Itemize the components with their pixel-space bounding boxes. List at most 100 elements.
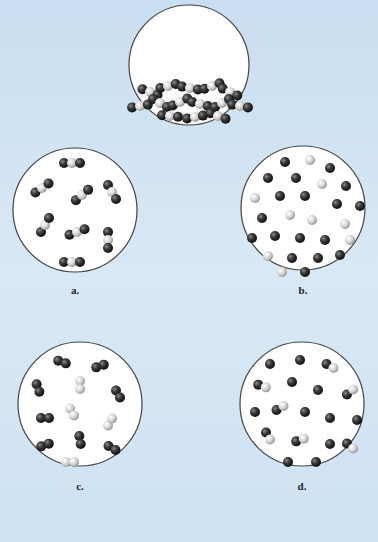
particle-view — [18, 342, 142, 467]
particle — [253, 380, 271, 393]
particle — [36, 213, 54, 237]
dark-atom — [325, 163, 335, 173]
dark-atom — [250, 407, 260, 417]
light-atom — [348, 384, 358, 394]
panel-letter: c. — [76, 480, 84, 492]
particle — [313, 385, 323, 395]
dark-atom — [355, 201, 365, 211]
light-atom — [69, 457, 79, 467]
dark-atom — [280, 157, 290, 167]
particle — [250, 407, 260, 417]
light-atom — [348, 444, 358, 454]
particle — [340, 219, 350, 229]
particle — [325, 413, 335, 423]
light-atom — [69, 410, 79, 420]
dark-atom — [247, 233, 257, 243]
particle — [59, 257, 85, 267]
dark-atom — [325, 413, 335, 423]
dark-atom — [99, 360, 109, 370]
dark-atom — [221, 114, 231, 124]
dark-atom — [44, 413, 54, 423]
particle — [300, 407, 310, 417]
particle — [295, 355, 305, 365]
particle — [313, 253, 323, 263]
particle — [247, 233, 257, 243]
dark-atom — [61, 358, 71, 368]
particle — [352, 415, 362, 425]
particle — [300, 267, 310, 277]
dark-atom — [295, 233, 305, 243]
particle — [291, 434, 309, 447]
light-atom — [277, 267, 287, 277]
particle — [322, 359, 339, 373]
dark-atom — [332, 199, 342, 209]
dark-atom — [283, 457, 293, 467]
particle — [263, 251, 273, 261]
particle — [155, 79, 180, 93]
dark-atom — [111, 194, 121, 204]
particle — [317, 179, 327, 189]
particle-view — [127, 5, 253, 125]
particle — [65, 404, 79, 421]
dark-atom — [75, 158, 85, 168]
particle — [61, 457, 79, 467]
light-atom — [317, 179, 327, 189]
container-circle — [129, 5, 249, 125]
particle — [59, 158, 85, 168]
dark-atom — [115, 392, 125, 402]
dark-atom — [275, 191, 285, 201]
particle — [74, 431, 85, 449]
dark-atom — [311, 457, 321, 467]
light-atom — [250, 193, 260, 203]
dark-atom — [44, 178, 54, 188]
particle — [300, 191, 310, 201]
dark-atom — [34, 387, 44, 397]
light-atom — [345, 235, 355, 245]
particle — [341, 181, 351, 191]
particle — [311, 457, 321, 467]
particle — [291, 173, 301, 183]
dark-atom — [300, 407, 310, 417]
particle — [277, 267, 287, 277]
particle — [325, 163, 335, 173]
particle — [307, 215, 317, 225]
light-atom — [263, 251, 273, 261]
container-circle — [240, 342, 364, 466]
dark-atom — [80, 224, 90, 234]
dark-atom — [270, 231, 280, 241]
particle — [345, 235, 355, 245]
particle — [283, 457, 293, 467]
particle — [32, 379, 45, 397]
particle — [335, 250, 345, 260]
dark-atom — [295, 355, 305, 365]
container-circle — [241, 146, 365, 270]
dark-atom — [263, 173, 273, 183]
particle-view — [241, 146, 365, 277]
dark-atom — [300, 267, 310, 277]
particle — [182, 111, 208, 124]
dark-atom — [83, 185, 93, 195]
particle — [261, 428, 275, 445]
dark-atom — [300, 191, 310, 201]
light-atom — [107, 414, 117, 424]
light-atom — [328, 363, 338, 373]
particle — [71, 185, 93, 205]
dark-atom — [265, 359, 275, 369]
particle — [287, 377, 297, 387]
dark-atom — [173, 112, 183, 122]
dark-atom — [341, 181, 351, 191]
light-atom — [305, 155, 315, 165]
particle — [250, 193, 260, 203]
particle — [263, 173, 273, 183]
dark-atom — [313, 385, 323, 395]
container-circle — [18, 342, 142, 466]
particle — [280, 157, 290, 167]
particle — [103, 414, 117, 431]
panel-letter: d. — [298, 480, 307, 492]
dark-atom — [320, 235, 330, 245]
dark-atom — [287, 377, 297, 387]
dark-atom — [243, 102, 253, 112]
dark-atom — [103, 243, 113, 253]
light-atom — [278, 401, 288, 411]
dark-atom — [352, 415, 362, 425]
